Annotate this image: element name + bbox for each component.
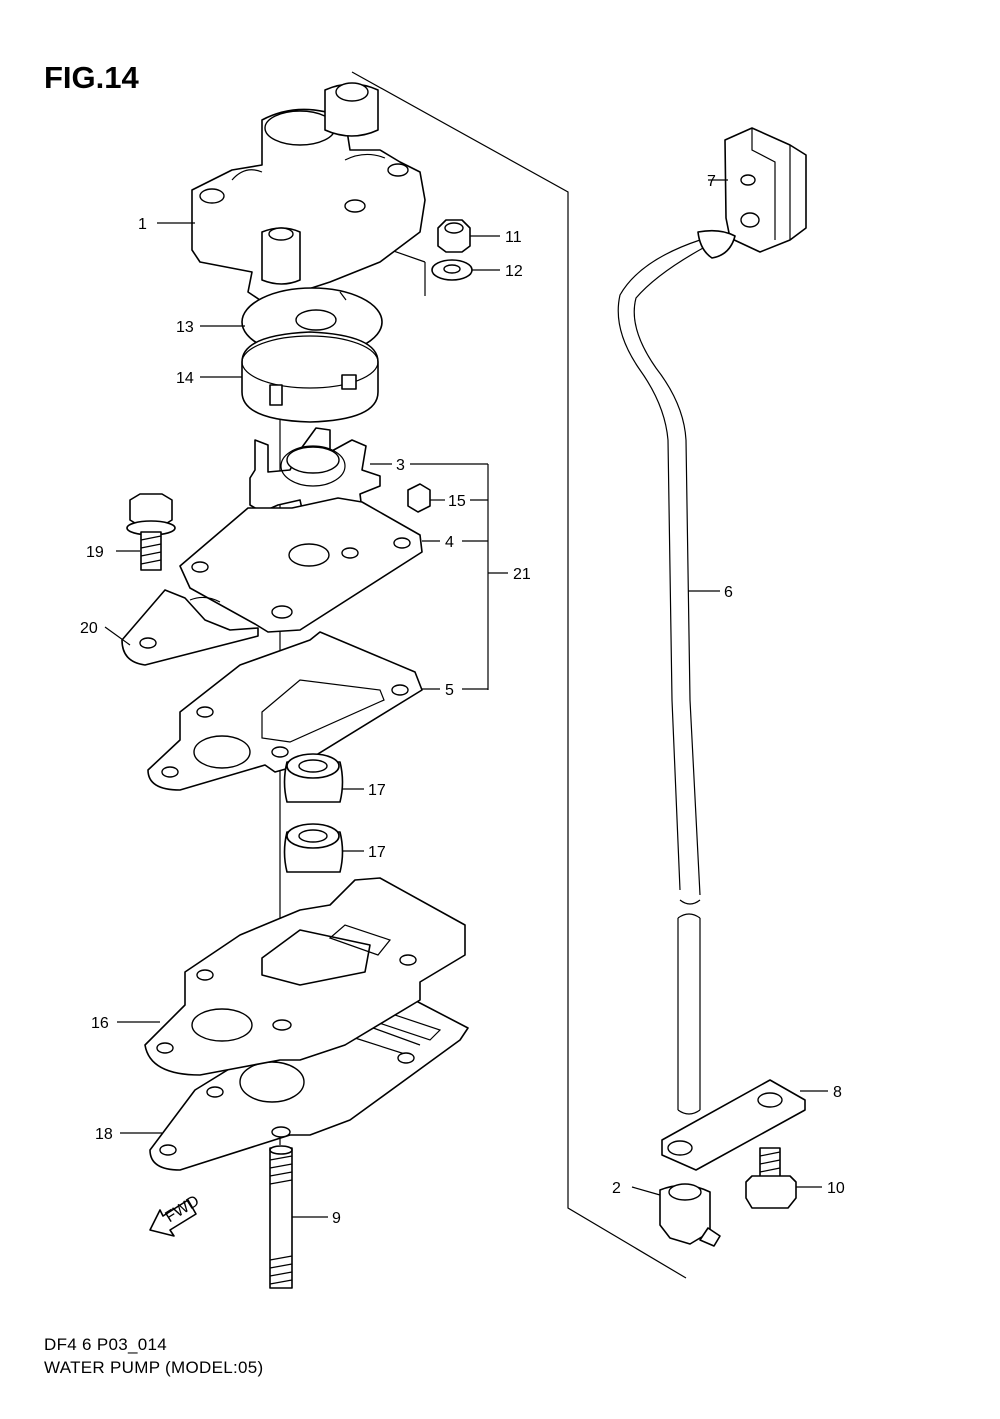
impeller-key: [407, 483, 431, 513]
callout-18: 18: [95, 1126, 113, 1143]
callout-8: 8: [833, 1084, 842, 1101]
pump-plate: [121, 589, 259, 666]
impeller: [249, 427, 381, 523]
callout-16: 16: [91, 1015, 109, 1032]
callout-17-upper: 17: [368, 782, 386, 799]
bolt: [126, 493, 176, 571]
callout-4: 4: [445, 534, 454, 551]
callout-3: 3: [396, 457, 405, 474]
washer: [431, 259, 473, 281]
pump-case-plate: [144, 877, 466, 1076]
fwd-arrow-icon: FWD: [149, 1192, 202, 1237]
callout-13: 13: [176, 319, 194, 336]
callout-14: 14: [176, 370, 194, 387]
impeller-plate: [179, 497, 423, 633]
nut: [437, 219, 471, 253]
gasket-upper: [147, 631, 423, 791]
water-nipple: [659, 1183, 721, 1247]
callout-11: 11: [505, 229, 522, 246]
callout-19: 19: [86, 544, 104, 561]
case-liner: [241, 331, 379, 423]
callout-5: 5: [445, 682, 454, 699]
figure-code: DF4 6 P03_014: [44, 1335, 167, 1354]
assembly-boundary-line: [351, 71, 687, 1279]
oil-seal-upper: [283, 753, 344, 803]
oil-seal-lower: [283, 823, 344, 873]
callout-2: 2: [612, 1180, 621, 1197]
water-tube: [617, 229, 736, 1115]
tube-clamp: [661, 1079, 806, 1171]
callout-12: 12: [505, 263, 523, 280]
callout-7: 7: [707, 173, 716, 190]
callout-10: 10: [827, 1180, 845, 1197]
pump-housing: [191, 82, 426, 301]
callout-15: 15: [448, 493, 466, 510]
callout-6: 6: [724, 584, 733, 601]
callout-9: 9: [332, 1210, 341, 1227]
stud-bolt: [269, 1145, 293, 1289]
callout-20: 20: [80, 620, 98, 637]
callout-17-lower: 17: [368, 844, 386, 861]
figure-caption: WATER PUMP (MODEL:05): [44, 1358, 264, 1377]
grommet: [724, 127, 807, 253]
figure-title: FIG.14: [44, 60, 139, 95]
callout-21: 21: [513, 566, 531, 583]
leader-lines: [104, 179, 828, 1218]
callout-1: 1: [138, 216, 147, 233]
clamp-bolt: [745, 1147, 797, 1209]
